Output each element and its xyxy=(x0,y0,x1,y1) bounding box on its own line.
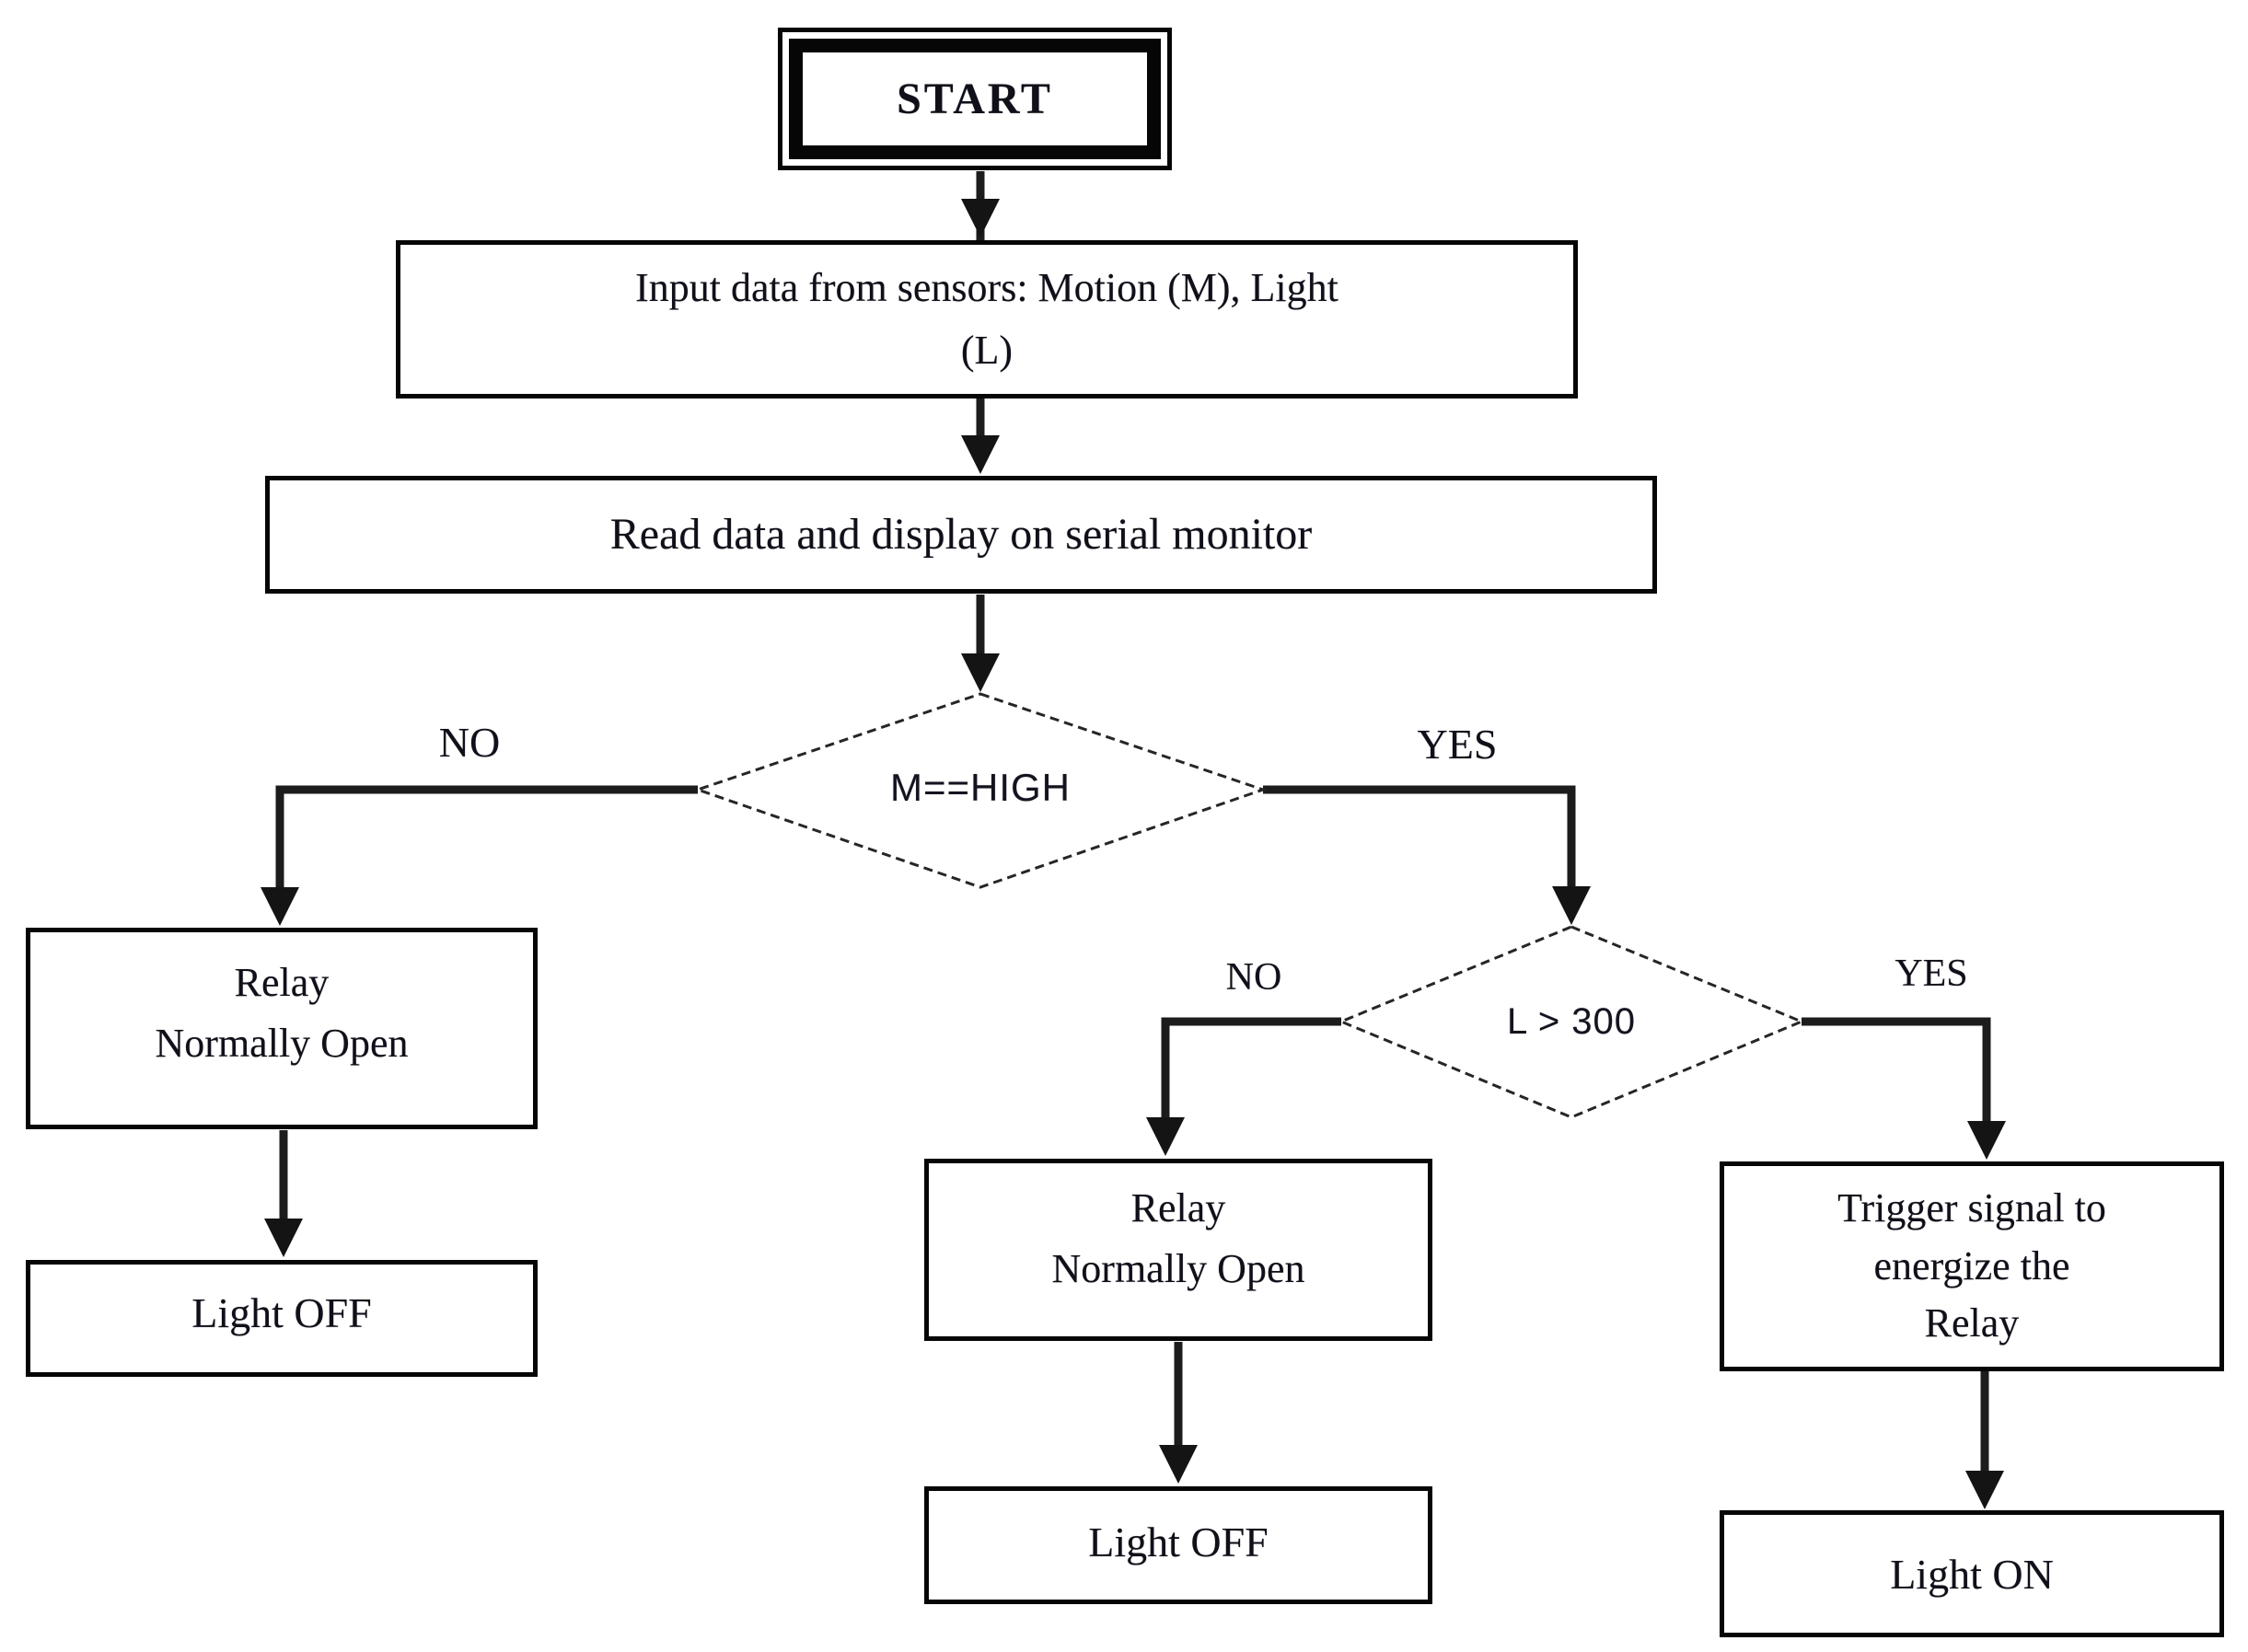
process-relay-normally-open-left: Relay Normally Open xyxy=(26,928,538,1129)
arrowhead-icon xyxy=(1552,886,1591,925)
result-light-off-mid: Light OFF xyxy=(924,1486,1432,1604)
process-read-display-label: Read data and display on serial monitor xyxy=(609,510,1313,559)
light-off-mid-label: Light OFF xyxy=(1088,1518,1269,1565)
arrowhead-icon xyxy=(1146,1117,1185,1156)
elbow-light-no xyxy=(1161,1017,1341,1117)
decision-light-label: L > 300 xyxy=(1506,1001,1637,1042)
relay-mid-line2: Normally Open xyxy=(1051,1246,1305,1291)
arrowhead-icon xyxy=(1965,1471,2004,1509)
process-input-sensors-line2: (L) xyxy=(960,328,1014,373)
decision-motion-shape xyxy=(693,692,1268,889)
start-node-inner-border: START xyxy=(789,39,1161,159)
process-input-sensors-line1: Input data from sensors: Motion (M), Lig… xyxy=(635,264,1338,310)
relay-left-line2: Normally Open xyxy=(155,1020,409,1066)
process-relay-normally-open-mid: Relay Normally Open xyxy=(924,1159,1432,1341)
trigger-relay-line2: energize the xyxy=(1873,1242,2070,1288)
arrowhead-icon xyxy=(1967,1121,2006,1160)
branch-label-light-yes: YES xyxy=(1895,953,1968,995)
start-node: START xyxy=(778,28,1172,170)
process-input-sensors: Input data from sensors: Motion (M), Lig… xyxy=(396,240,1578,399)
arrowhead-icon xyxy=(1159,1445,1198,1484)
elbow-motion-yes xyxy=(1263,785,1576,886)
elbow-motion-no xyxy=(275,785,698,887)
decision-light-shape xyxy=(1338,925,1805,1119)
trigger-relay-line1: Trigger signal to xyxy=(1837,1185,2106,1231)
branch-label-motion-no: NO xyxy=(438,719,501,766)
process-read-display: Read data and display on serial monitor xyxy=(265,476,1657,594)
light-on-label: Light ON xyxy=(1890,1550,2054,1598)
trigger-relay-line3: Relay xyxy=(1924,1300,2020,1346)
light-off-left-label: Light OFF xyxy=(191,1289,372,1336)
decision-motion-label: M==HIGH xyxy=(889,766,1072,809)
branch-label-motion-yes: YES xyxy=(1417,721,1498,768)
process-trigger-relay: Trigger signal to energize the Relay xyxy=(1720,1161,2224,1371)
arrowhead-icon xyxy=(961,199,1000,237)
result-light-off-left: Light OFF xyxy=(26,1260,538,1377)
arrowhead-icon xyxy=(264,1219,303,1257)
arrowhead-icon xyxy=(961,653,1000,692)
result-light-on: Light ON xyxy=(1720,1510,2224,1637)
arrowhead-icon xyxy=(961,435,1000,474)
start-label: START xyxy=(897,75,1053,123)
branch-label-light-no: NO xyxy=(1225,956,1282,999)
relay-left-line1: Relay xyxy=(234,959,330,1005)
relay-mid-line1: Relay xyxy=(1130,1185,1226,1230)
elbow-light-yes xyxy=(1802,1017,1991,1121)
arrowhead-icon xyxy=(261,887,299,926)
